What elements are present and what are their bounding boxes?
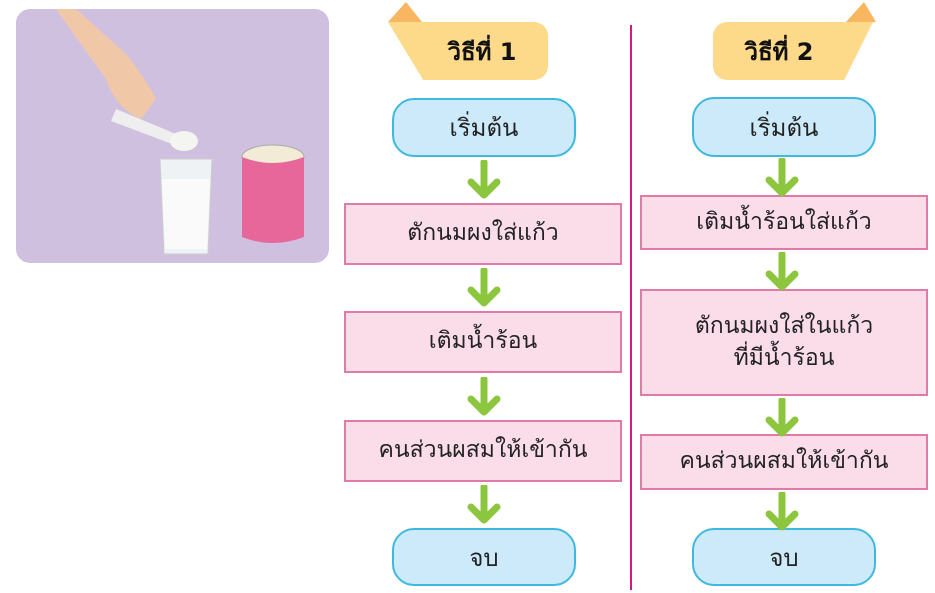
down-arrow-icon [467, 485, 501, 524]
down-arrow-icon [765, 492, 799, 531]
method-1-step-1: ตักนมผงใส่แก้ว [344, 203, 622, 265]
down-arrow-icon [765, 398, 799, 437]
photo-illustration [56, 9, 305, 255]
milk-powder-photo [16, 9, 329, 263]
ribbon-fold-1 [388, 2, 422, 22]
method-2-step-1: เติมน้ำร้อนใส่แก้ว [640, 195, 928, 250]
method-1-start: เริ่มต้น [392, 98, 576, 157]
method-1-title: วิธีที่ 1 [447, 37, 517, 66]
down-arrow-icon [765, 252, 799, 291]
method-1-step-2: เติมน้ำร้อน [344, 311, 622, 373]
down-arrow-icon [467, 377, 501, 416]
method-2-title: วิธีที่ 2 [744, 37, 814, 66]
method-2-title-ribbon: วิธีที่ 2 [713, 22, 873, 80]
down-arrow-icon [467, 160, 501, 199]
divider-line [630, 25, 632, 590]
method-2-start: เริ่มต้น [692, 97, 876, 157]
method-1-title-ribbon: วิธีที่ 1 [388, 22, 548, 80]
down-arrow-icon [765, 158, 799, 197]
method-2-step-2: ตักนมผงใส่ในแก้ว ที่มีน้ำร้อน [640, 289, 928, 396]
method-1-end: จบ [392, 528, 576, 586]
down-arrow-icon [467, 268, 501, 307]
method-2-step-3: คนส่วนผสมให้เข้ากัน [640, 434, 928, 490]
method-1-step-3: คนส่วนผสมให้เข้ากัน [344, 420, 622, 482]
method-2-end: จบ [692, 528, 876, 586]
ribbon-fold-2 [846, 2, 876, 22]
